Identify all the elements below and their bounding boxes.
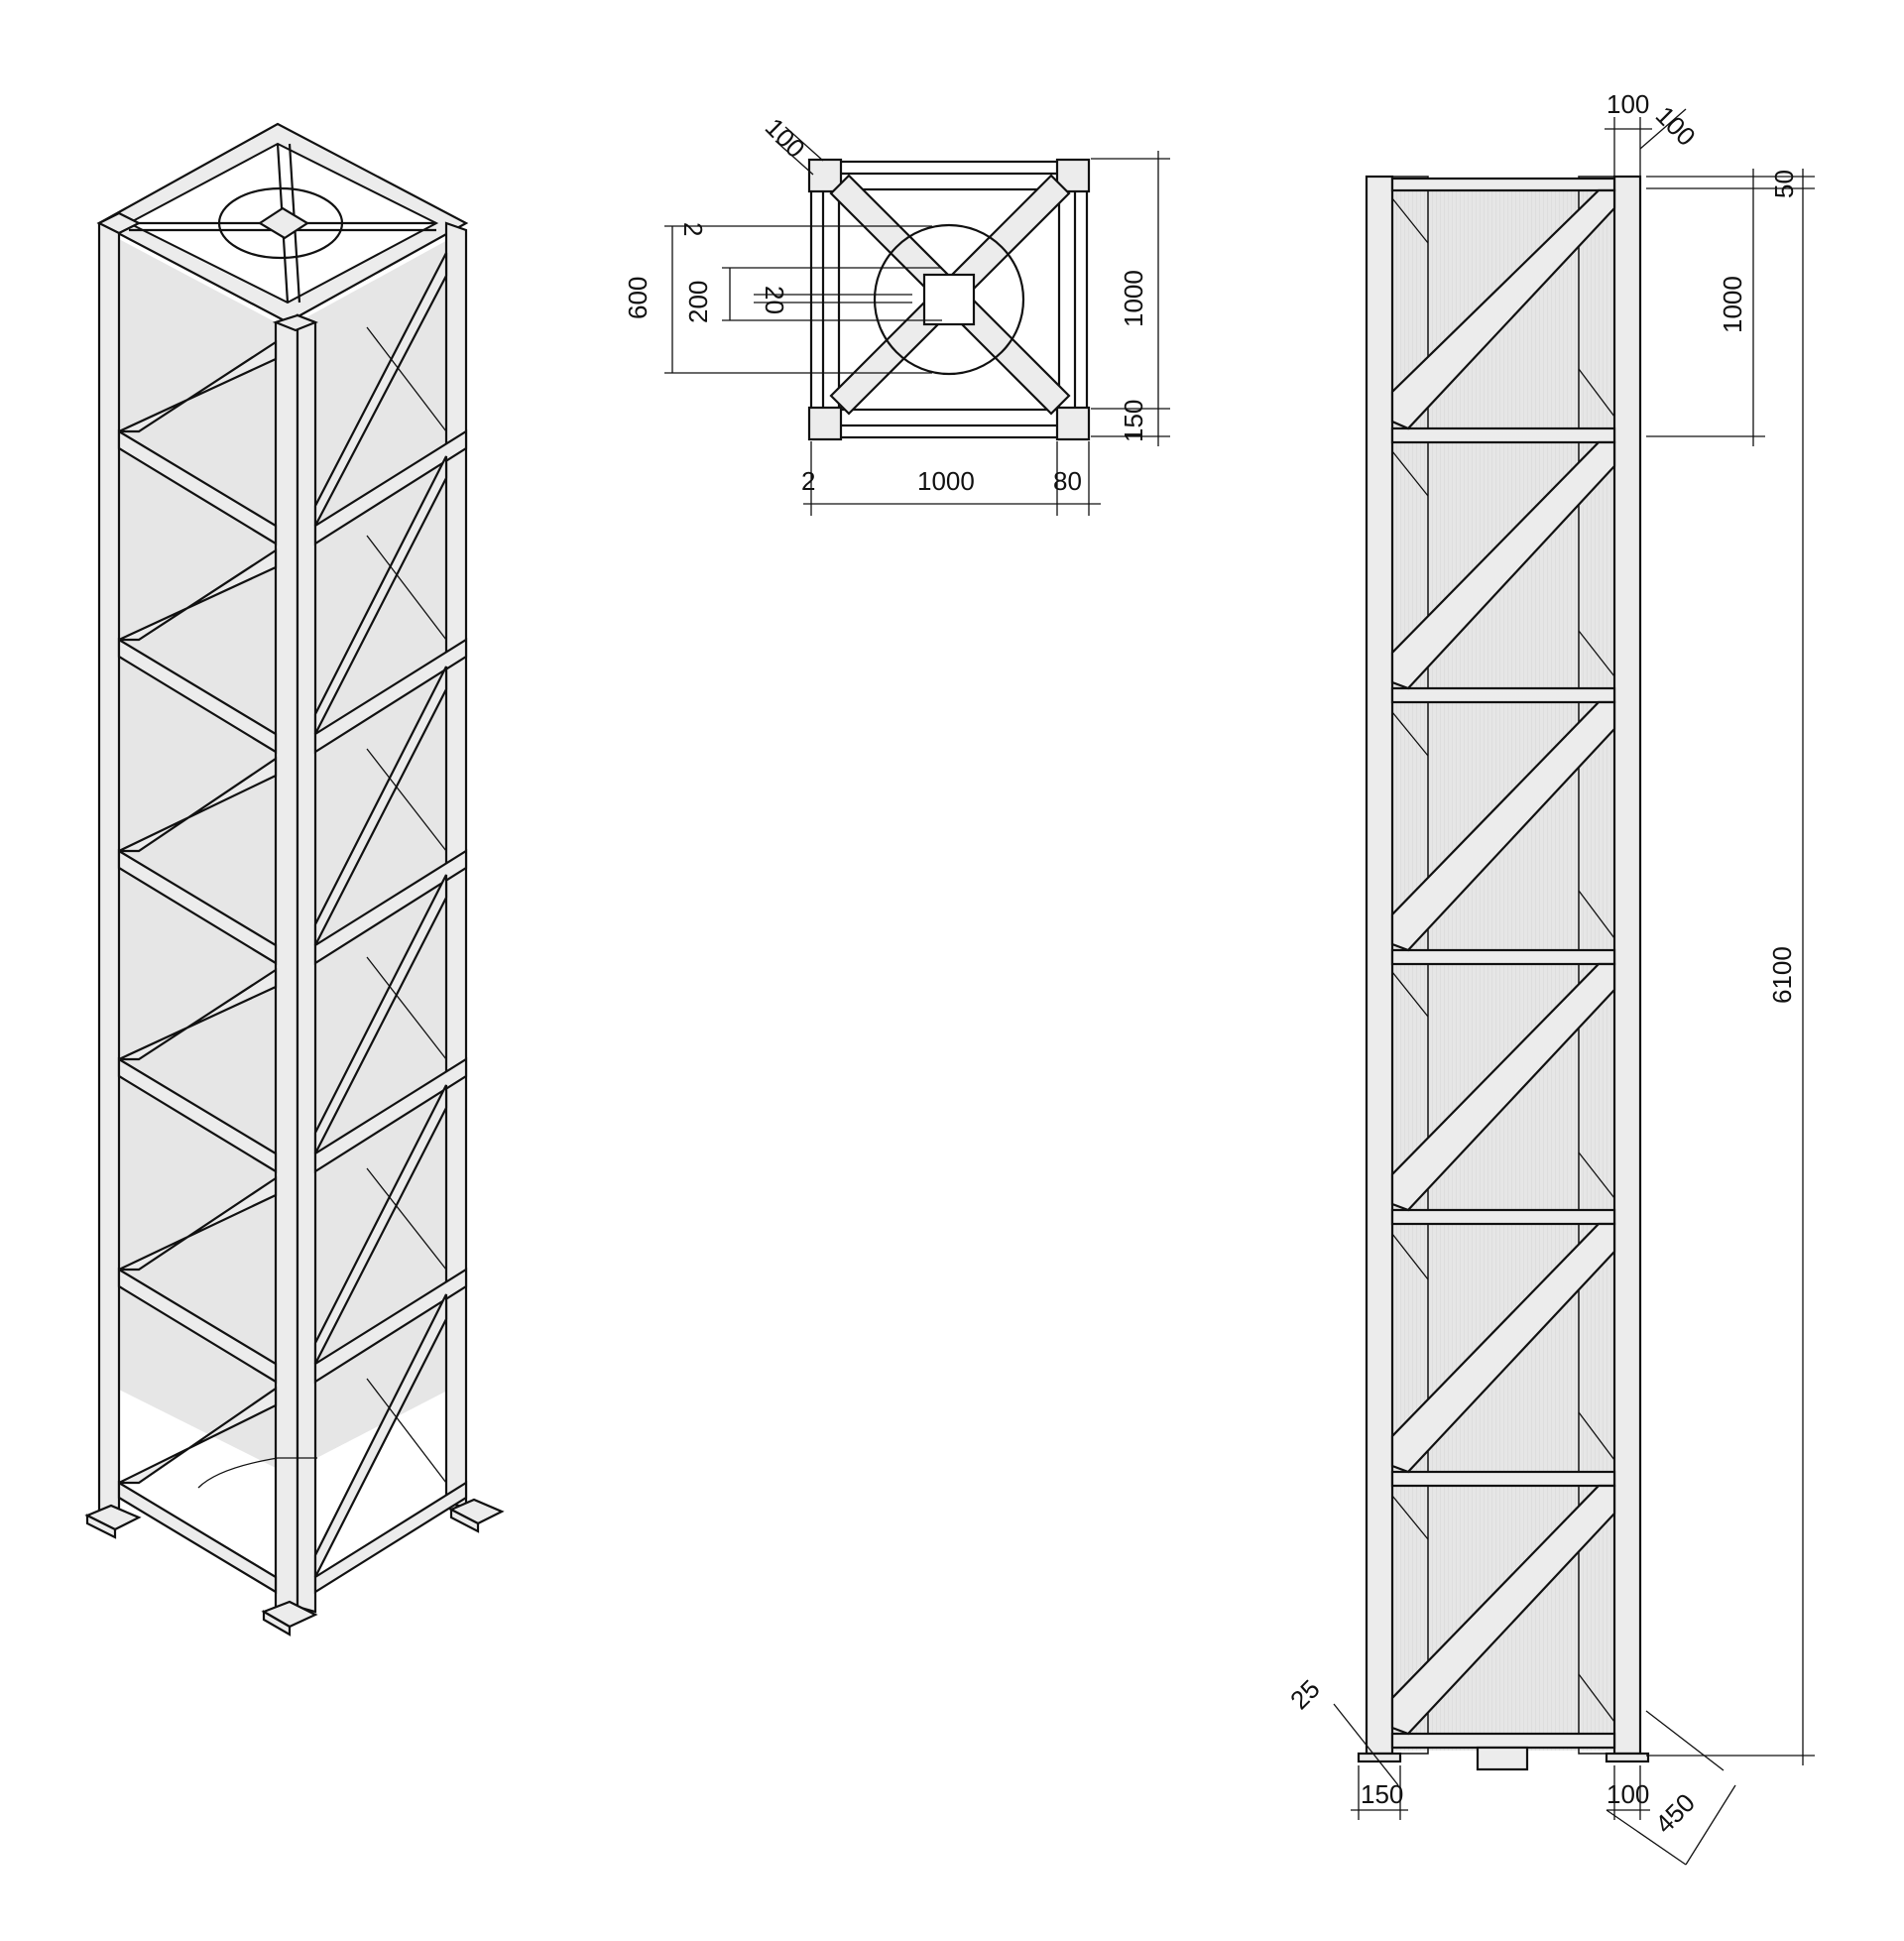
plan-dim-right-corner: 150: [1119, 400, 1148, 442]
plan-outer-frame: [809, 160, 1089, 439]
elev-base-hub: [1476, 1746, 1529, 1771]
elev-post-right: [1612, 175, 1642, 1756]
plan-dim-bottom-span: 1000: [917, 466, 975, 496]
iso-right-diagonals: [313, 252, 448, 1578]
elevation-view: 100 100 50 1000 6100 25 150 100 450: [1284, 89, 1815, 1866]
elev-horizontal-members: [1390, 177, 1616, 1750]
plan-corner-post: [807, 158, 843, 193]
iso-post-front-side: [296, 313, 317, 1614]
elev-post-left: [1365, 175, 1394, 1756]
elev-dimension-lines: [1333, 108, 1815, 1866]
elev-dim-top-edge: 50: [1769, 170, 1799, 198]
plan-dim-right-span: 1000: [1119, 270, 1148, 327]
plan-dim-top-chamfer: 100: [760, 112, 811, 164]
plan-inner-frame: [821, 172, 1077, 427]
elev-dim-top-left: 100: [1606, 89, 1649, 119]
elev-dim-foot-width: 150: [1361, 1779, 1403, 1809]
plan-corner-post: [1055, 406, 1091, 441]
iso-left-diagonals: [118, 339, 278, 1485]
elev-diagonal-members: [1390, 188, 1616, 1736]
iso-post-front-cap: [272, 313, 318, 332]
iso-left-panel: [117, 238, 276, 1468]
elev-dim-top-right: 100: [1650, 100, 1702, 152]
elev-dim-total-height: 6100: [1767, 946, 1797, 1004]
plan-dim-hub: 20: [760, 286, 789, 314]
iso-top-hub-plate: [257, 206, 310, 240]
plan-hub-square: [922, 273, 976, 326]
iso-post-left: [97, 211, 121, 1519]
plan-inner-frame-2: [837, 187, 1061, 412]
isometric-tower-view: [84, 122, 505, 1637]
elev-foot-right: [1605, 1752, 1650, 1763]
plan-dim-left-small: 2: [678, 222, 708, 236]
plan-view: 100 2 600 200 20 1000 150 2 1000 80: [623, 112, 1170, 516]
elev-foot-left: [1357, 1752, 1402, 1763]
iso-horizontal-rings: [117, 429, 468, 1594]
plan-corner-post: [807, 406, 843, 441]
elev-dim-module-height: 1000: [1718, 276, 1747, 333]
plan-dim-bottom-right: 80: [1053, 466, 1082, 496]
elev-dim-foot-chamfer: 25: [1284, 1674, 1326, 1716]
plan-dimension-lines: [664, 126, 1170, 516]
iso-base-hub-arc: [197, 1457, 317, 1489]
plan-hub-circle: [873, 223, 1025, 376]
plan-dim-left-total: 600: [623, 277, 653, 319]
plan-dim-bottom-left: 2: [801, 466, 815, 496]
plan-dim-circle: 200: [683, 281, 713, 323]
iso-post-left-cap: [96, 211, 142, 235]
iso-post-front: [274, 313, 299, 1617]
iso-right-panel: [298, 238, 451, 1468]
elev-dim-foot-offset: 100: [1606, 1779, 1649, 1809]
iso-base-feet: [84, 1457, 505, 1637]
elev-dim-foot-diagonal: 450: [1649, 1787, 1701, 1839]
